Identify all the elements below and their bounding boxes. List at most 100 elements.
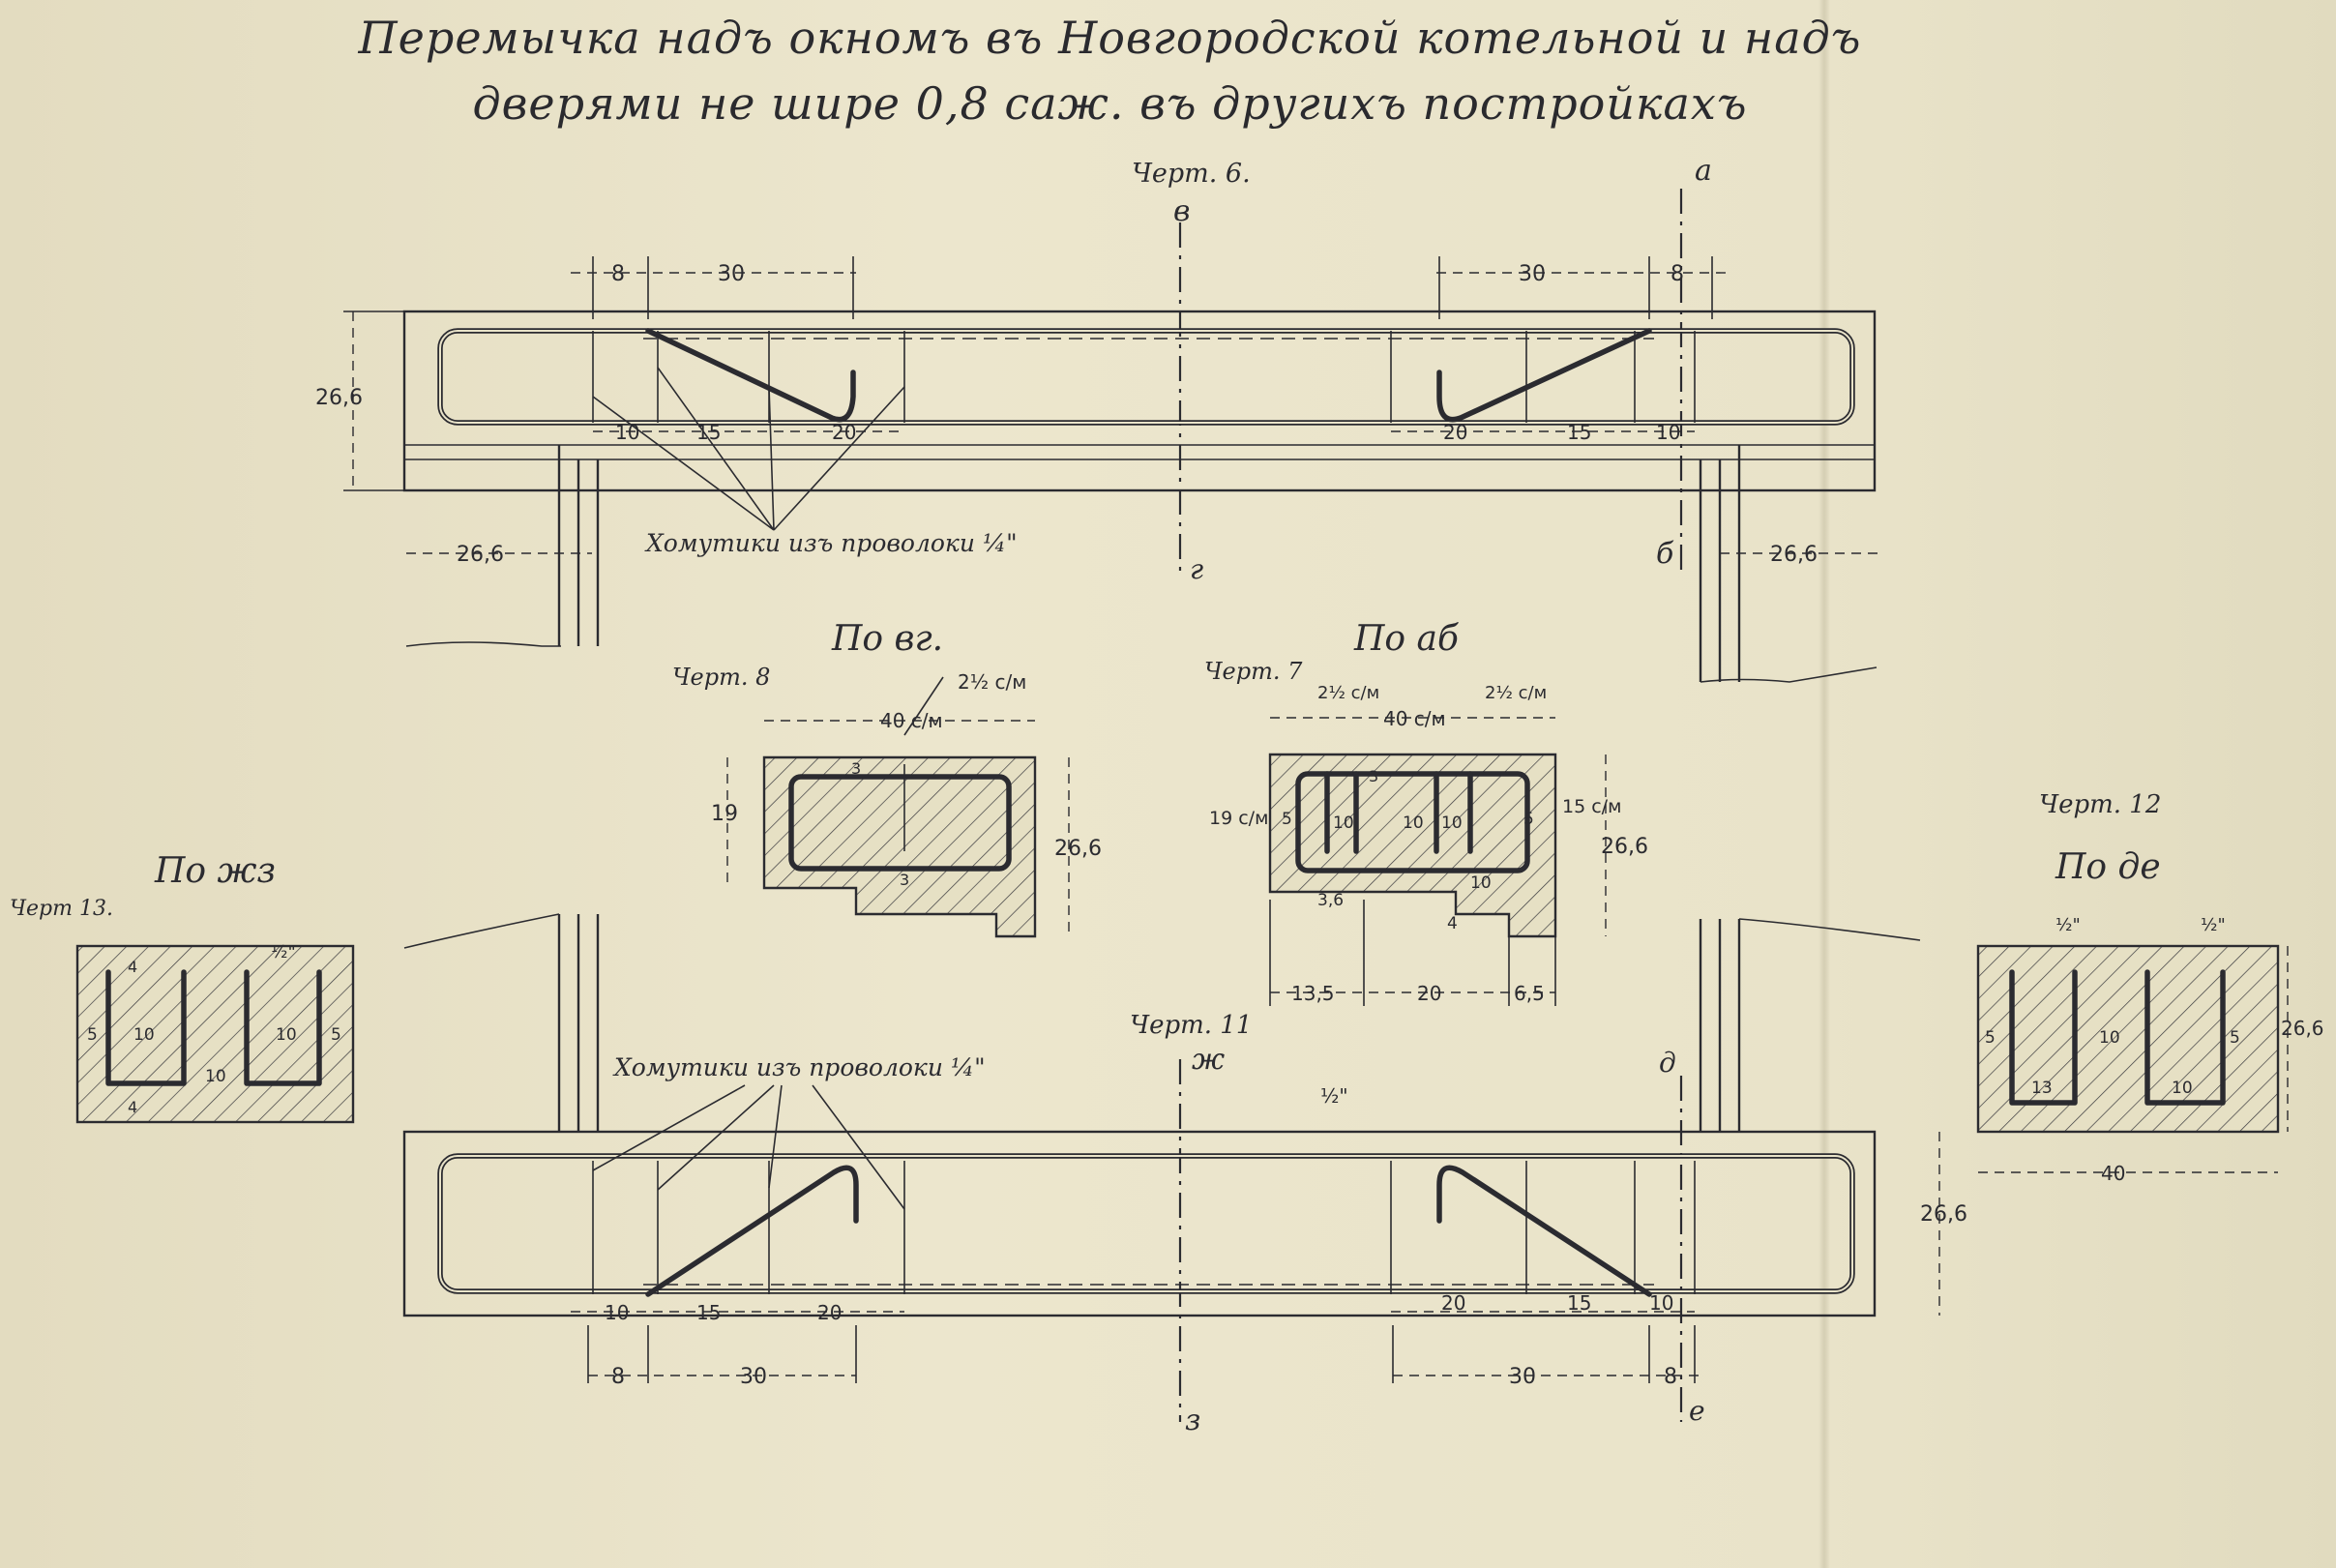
fig8-width: 40 с/м [880, 709, 943, 732]
cut-label-g: г [1190, 553, 1203, 585]
fig13-d10c: 10 [205, 1067, 226, 1086]
figure-11: Черт. 11 ж з д е ½" Хомутики изъ проволо… [402, 913, 1967, 1437]
dim-height: 26,6 [315, 386, 363, 410]
fig11-dim-8-left: 8 [611, 1365, 625, 1389]
section-12-rebar [2009, 969, 2226, 1106]
dim-8-right: 8 [1671, 262, 1684, 286]
figure-6: Черт. 6. в г а б 8 30 [315, 154, 1881, 683]
stirrups-right [1390, 331, 1696, 423]
section-7-vertical-bars [1324, 771, 1473, 854]
section-13-shape [75, 944, 355, 1124]
figure-7: По аб Черт. 7 40 с/м 2½ с/м 2½ с/м 3 19 … [1204, 619, 1648, 1006]
bent-bar-bottom-right [1436, 1165, 1652, 1297]
section-12-shape [1976, 944, 2280, 1134]
spacing-15-right: 15 [1567, 421, 1591, 444]
fig11-spacing-15-right: 15 [1567, 1291, 1591, 1315]
bottom-rebar-loop [437, 1153, 1855, 1294]
fig8-n3a: 3 [851, 759, 861, 778]
fig11-spacing-20-right: 20 [1441, 1291, 1465, 1315]
fig11-spacing-15-left: 15 [696, 1301, 721, 1324]
fig8-n3b: 3 [900, 871, 909, 889]
wall-right [1699, 445, 1741, 682]
section-7-rebar [1295, 771, 1530, 873]
fig12-heading: По де [2055, 847, 2161, 887]
fig6-caption: Черт. 6. [1132, 159, 1251, 189]
fig7-caption: Черт. 7 [1204, 658, 1303, 685]
cut-label-a: а [1695, 154, 1712, 188]
figure-12: Черт. 12 По де ½" ½" 5 10 5 13 10 26,6 4… [1976, 790, 2324, 1185]
cut-label-e: е [1689, 1395, 1705, 1427]
fig11-height: 26,6 [1920, 1202, 1967, 1227]
fig8-h266: 26,6 [1054, 837, 1102, 861]
fig11-spacing-10-left: 10 [605, 1301, 629, 1324]
spacing-10-right: 10 [1656, 421, 1680, 444]
stirrup-note-fig11: Хомутики изъ проволоки ¼" [612, 1053, 986, 1081]
fig13-d5b: 5 [331, 1025, 341, 1045]
fig12-d5a: 5 [1985, 1028, 1996, 1048]
fig8-bar-leader [903, 676, 944, 736]
stirrup-note-fig6: Хомутики изъ проволоки ¼" [644, 529, 1018, 557]
wall-right-bottom-break [1738, 918, 1921, 941]
section-8-rebar [788, 774, 1012, 872]
fig11-spacing-10-right: 10 [1649, 1291, 1673, 1315]
cut-label-zh: ж [1192, 1043, 1225, 1077]
stirrups-bottom-right [1390, 1161, 1696, 1294]
dim-bearing-left: 26,6 [457, 543, 504, 567]
leader-lines-fig11 [592, 1084, 905, 1210]
cut-label-b: б [1656, 537, 1674, 571]
fig12-h266: 26,6 [2281, 1017, 2324, 1040]
fig8-caption: Черт. 8 [672, 664, 770, 691]
stirrups-bottom-left [592, 1161, 905, 1294]
dim-8-left: 8 [611, 262, 625, 286]
fig7-width: 40 с/м [1383, 707, 1446, 730]
fig7-b65: 6,5 [1514, 982, 1545, 1005]
fig12-d5b: 5 [2230, 1028, 2240, 1048]
fig11-spacing-20-left: 20 [817, 1301, 842, 1324]
fig8-h19: 19 [711, 802, 738, 826]
fig7-bar-right: 2½ с/м [1485, 683, 1547, 703]
fig7-d5b: 5 [1523, 810, 1534, 829]
cut-label-v: в [1173, 194, 1190, 228]
fig13-d5a: 5 [87, 1025, 98, 1045]
wall-left-break [405, 641, 561, 647]
spacing-15-left: 15 [696, 421, 721, 444]
paper-fold [1819, 0, 1830, 1568]
fig11-dim-30-right: 30 [1509, 1365, 1536, 1389]
title-line-1: Перемычка надъ окномъ въ Новгородской ко… [358, 12, 1862, 64]
dim-30-right: 30 [1519, 262, 1546, 286]
wall-right-bottom [1699, 919, 1741, 1132]
dim-30-left: 30 [718, 262, 745, 286]
bent-bar-left [645, 328, 856, 423]
cut-label-d: д [1659, 1047, 1676, 1079]
fig12-d13: 13 [2031, 1079, 2053, 1098]
fig7-h266: 26,6 [1601, 835, 1648, 859]
fig7-bar-left: 2½ с/м [1317, 683, 1379, 703]
bent-bar-bottom-left [645, 1165, 859, 1297]
wall-left [557, 445, 600, 646]
fig7-d5a: 5 [1282, 810, 1292, 829]
fig11-caption: Черт. 11 [1130, 1011, 1252, 1040]
fig11-dim-30-left: 30 [740, 1365, 767, 1389]
rebar-highlight [439, 330, 1853, 424]
fig7-d10b: 10 [1403, 814, 1424, 833]
figure-13: По жз Черт 13. ½" 4 5 10 10 5 10 4 [10, 851, 355, 1124]
fig11-dim-8-right: 8 [1664, 1365, 1677, 1389]
title-line-2: дверями не шире 0,8 саж. въ другихъ пост… [472, 77, 1748, 130]
fig13-d4a: 4 [128, 958, 137, 976]
fig7-h19: 19 с/м [1209, 808, 1268, 829]
lintel-beam-outline [402, 310, 1877, 492]
fig13-caption: Черт 13. [10, 897, 113, 921]
fig13-d4b: 4 [128, 1098, 137, 1116]
fig13-heading: По жз [154, 851, 276, 891]
dim-bearing-right: 26,6 [1770, 543, 1818, 567]
fig7-b20: 20 [1417, 982, 1441, 1005]
fig7-d10d: 10 [1470, 873, 1492, 893]
fig12-bar-right: ½" [2201, 915, 2226, 935]
fig7-n3: 3 [1369, 767, 1378, 785]
spacing-10-left: 10 [615, 421, 639, 444]
leader-lines-fig6 [592, 367, 905, 531]
fig7-d4: 4 [1447, 914, 1458, 933]
fig12-d10b: 10 [2172, 1079, 2193, 1098]
section-8-shape [762, 755, 1037, 938]
